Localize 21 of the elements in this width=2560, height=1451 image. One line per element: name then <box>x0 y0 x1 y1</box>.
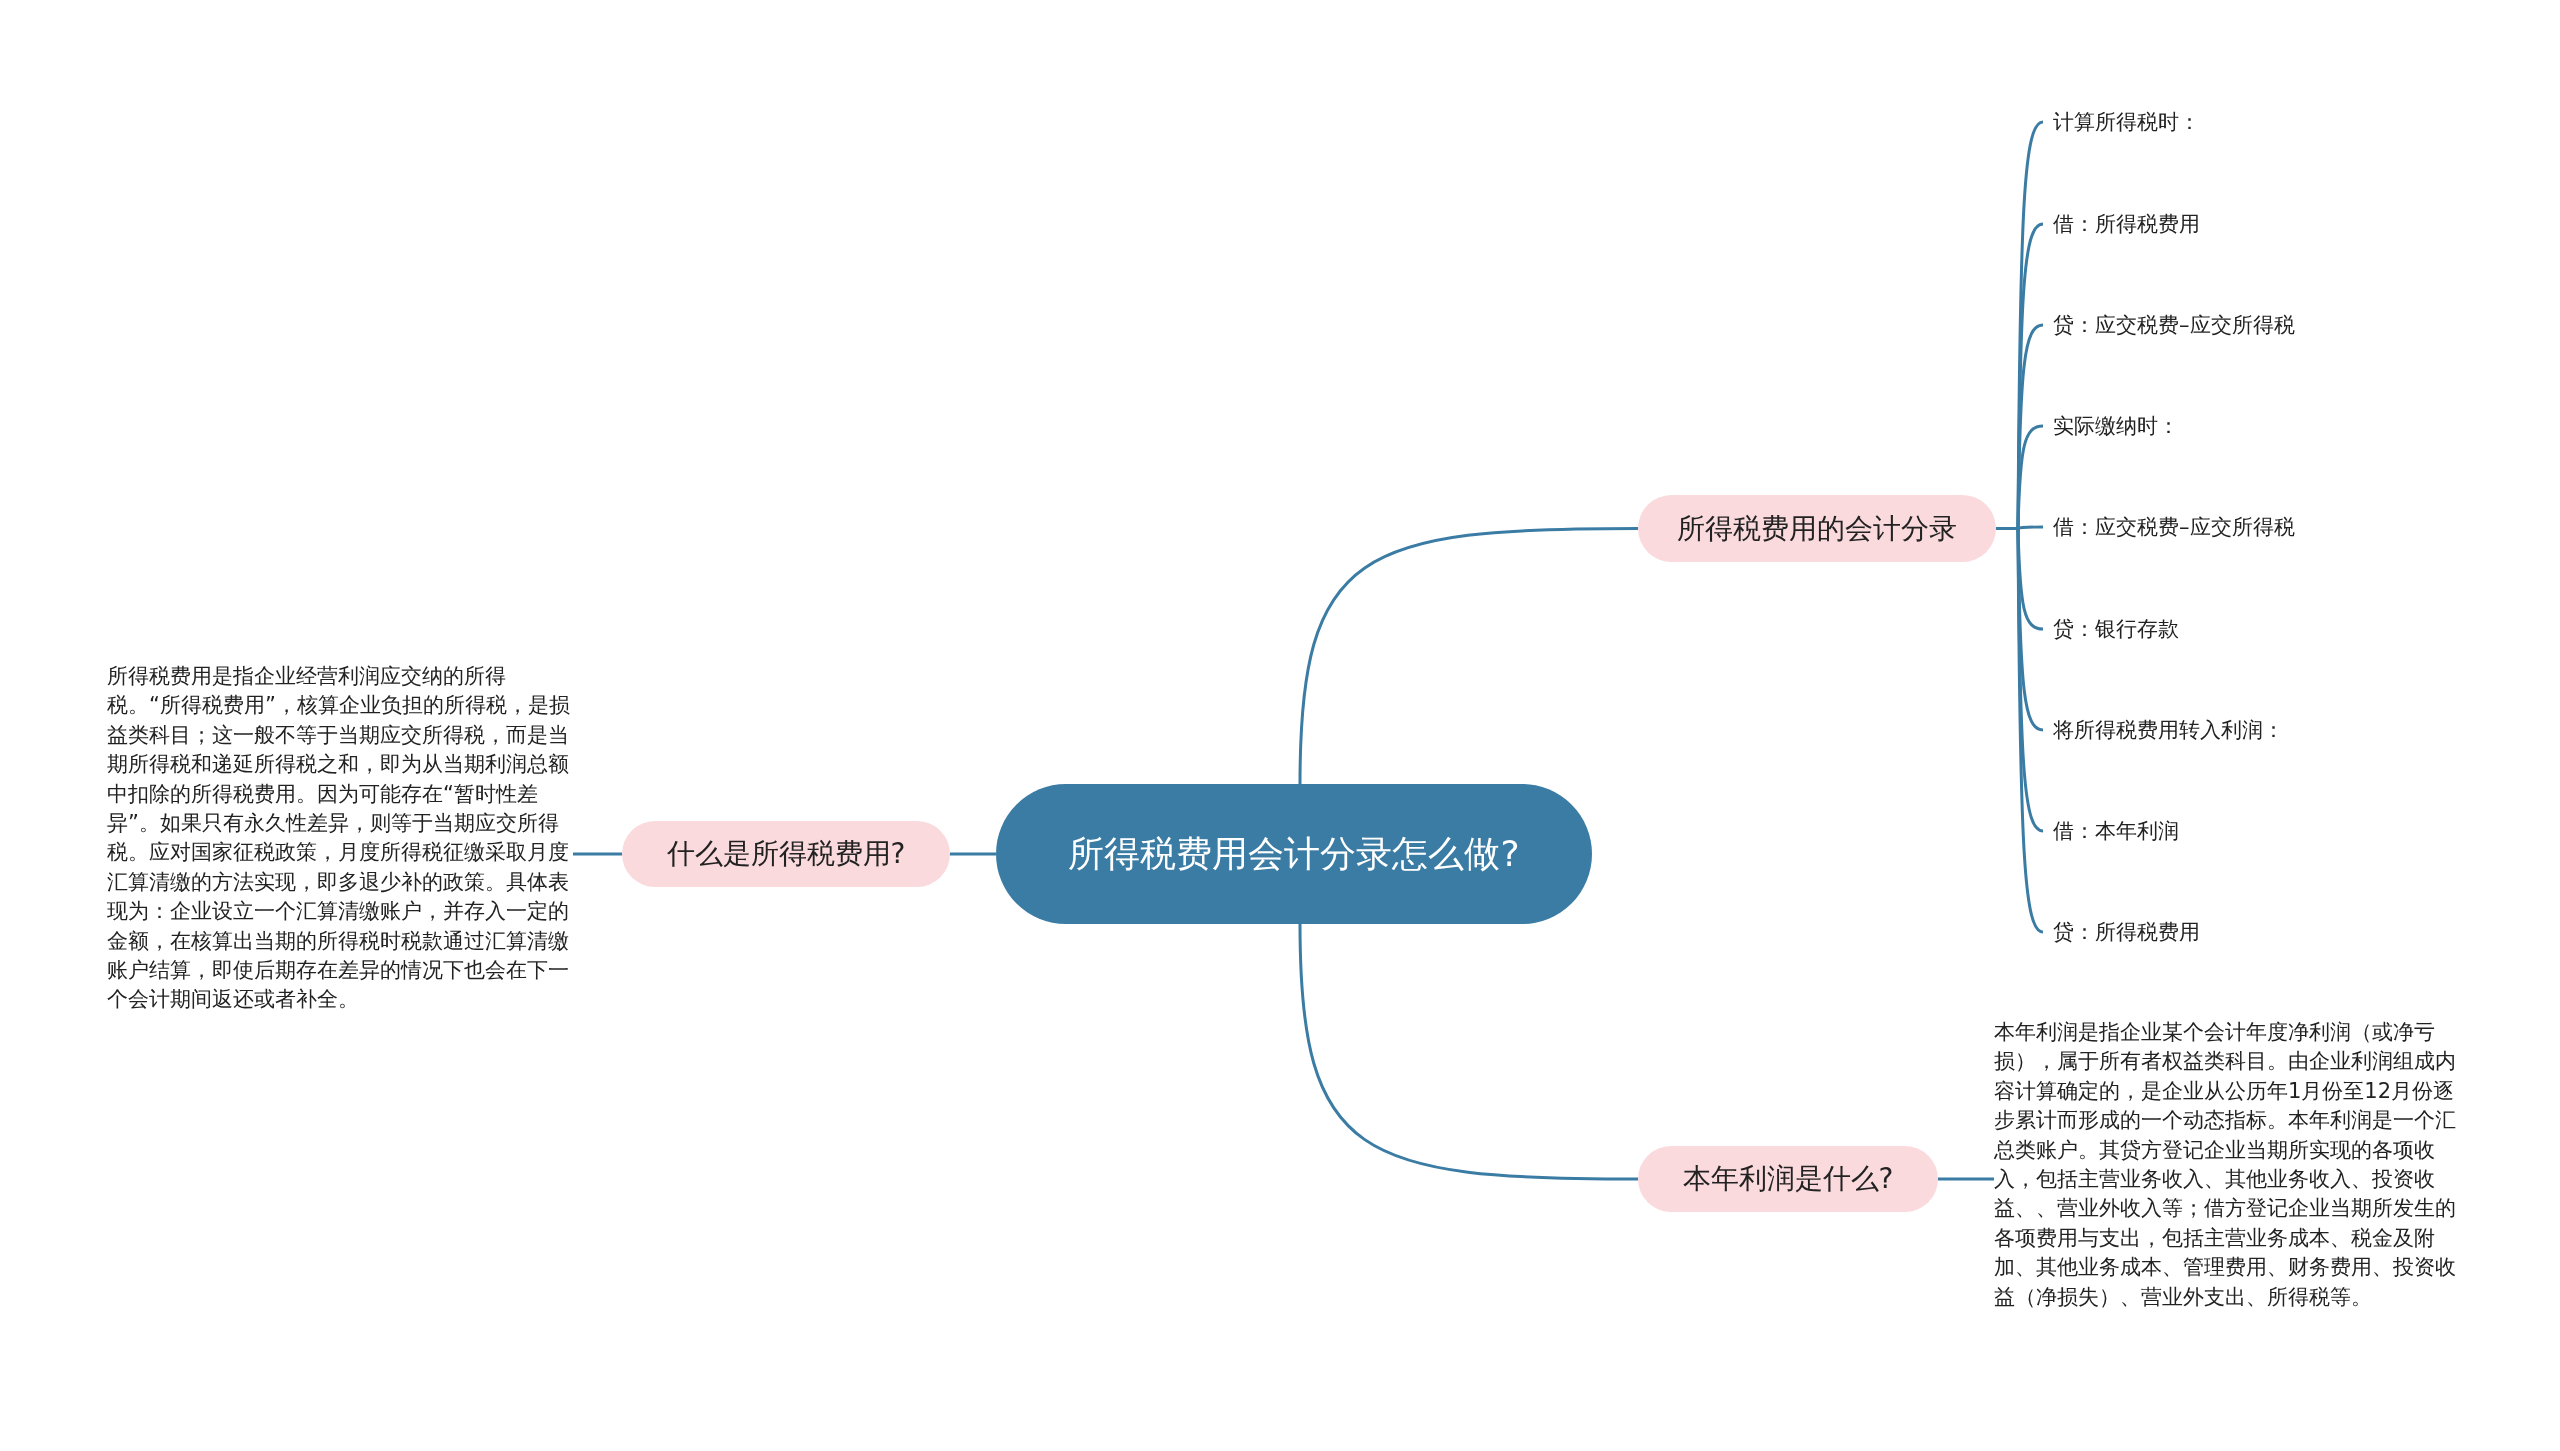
connector-line <box>1938 1177 1994 1181</box>
connector-line <box>1298 527 1638 785</box>
connector-line <box>1996 527 2044 934</box>
leaf-text: 贷：应交税费–应交所得税 <box>2053 309 2353 341</box>
leaf-text: 贷：所得税费用 <box>2053 916 2353 948</box>
central-topic-box: 所得税费用会计分录怎么做? <box>996 784 1592 924</box>
note-text: 本年利润是指企业某个会计年度净利润（或净亏损），属于所有者权益类科目。由企业利润组成内容计算确定的，是企业从公历年1月份至12月份逐步累计而形成的一个动态指标。本年利润是一个汇总类账户。其贷方登记企业当期所实现的各项收入，包括主营业务收入、其他业务收入、投资收益、、营业外收入等；借方登记企业当期所发生的各项费用与支出，包括主营业务成本、税金及附加、其他业务成本、管理费用、财务费用、投资收益（净损失）、营业外支出、所得税等。 <box>1994 1018 2460 1313</box>
leaf-text: 实际缴纳时： <box>2053 410 2353 442</box>
connector-line <box>1298 923 1638 1181</box>
leaf-text: 贷：银行存款 <box>2053 613 2353 645</box>
topic-box: 什么是所得税费用? <box>622 821 950 887</box>
topic-box: 本年利润是什么? <box>1638 1146 1938 1212</box>
note-text: 所得税费用是指企业经营利润应交纳的所得税。“所得税费用”，核算企业负担的所得税，是损益类科目；这一般不等于当期应交所得税，而是当期所得税和递延所得税之和，即为从当期利润总额中扣除的所得税费用。因为可能存在“暂时性差异”。如果只有永久性差异，则等于当期应交所得税。应对国家征税政策，月度所得税征缴采取月度汇算清缴的方法实现，即多退少补的政策。具体表现为：企业设立一个汇算清缴账户，并存入一定的金额，在核算出当期的所得税时税款通过汇算清缴账户结算，即使后期存在差异的情况下也会在下一个会计期间返还或者补全。 <box>107 662 573 1015</box>
leaf-text: 借：所得税费用 <box>2053 208 2353 240</box>
topic-box: 所得税费用的会计分录 <box>1638 495 1996 562</box>
leaf-text: 借：应交税费–应交所得税 <box>2053 511 2353 543</box>
leaf-text: 将所得税费用转入利润： <box>2053 714 2353 746</box>
leaf-text: 计算所得税时： <box>2053 106 2353 138</box>
leaf-text: 借：本年利润 <box>2053 815 2353 847</box>
connector-line <box>950 852 996 856</box>
connector-line <box>573 852 622 856</box>
